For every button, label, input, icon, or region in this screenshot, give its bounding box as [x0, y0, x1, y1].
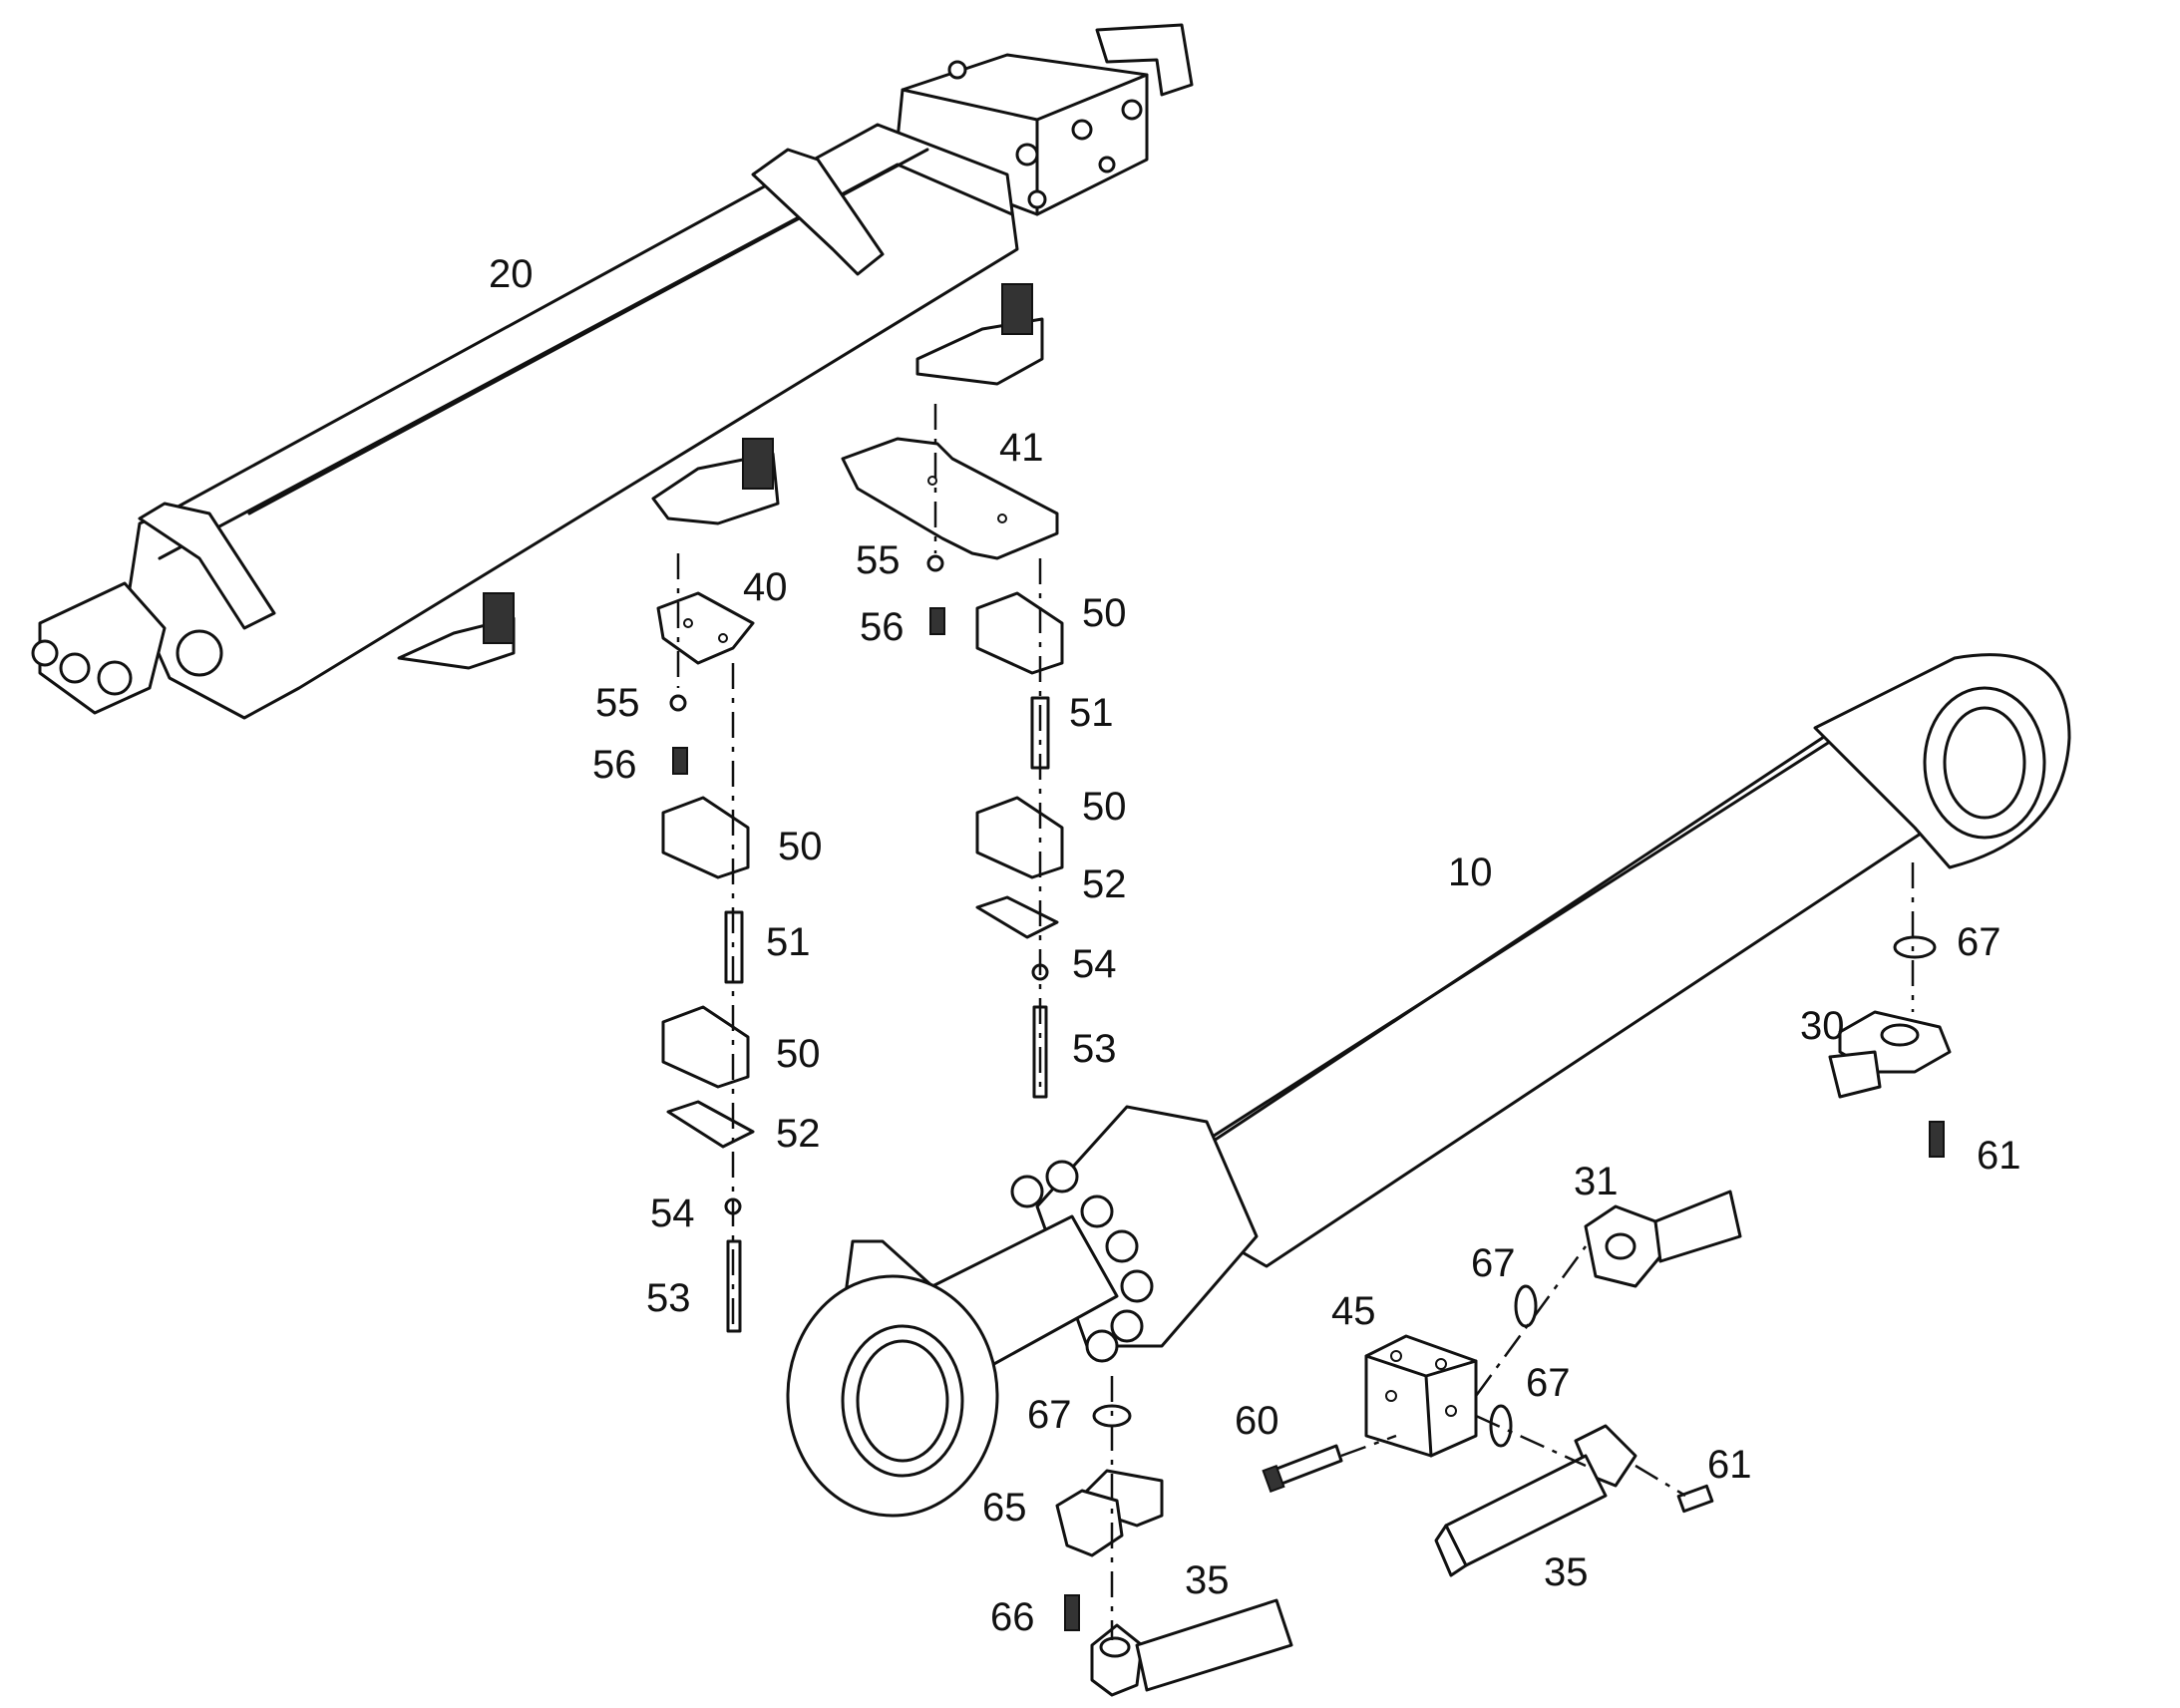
callout-51: 51: [766, 920, 811, 964]
right-clamp-stack: [926, 404, 1064, 1099]
callout-60: 60: [1235, 1399, 1279, 1443]
callout-labels: 20 41 40 55 56 55 56 50 50 50 50 51 51 5…: [489, 252, 2021, 1639]
callout-45: 45: [1331, 1289, 1376, 1333]
callout-35: 35: [1544, 1550, 1589, 1594]
port-fittings: [1055, 862, 1952, 1697]
callout-41: 41: [999, 426, 1044, 470]
callout-50: 50: [1082, 785, 1127, 829]
callout-54: 54: [1072, 942, 1117, 986]
callout-56: 56: [860, 605, 905, 649]
callout-10: 10: [1448, 851, 1493, 894]
callout-66: 66: [990, 1595, 1035, 1639]
callout-50: 50: [778, 825, 823, 868]
part-40-bracket: [656, 591, 755, 665]
callout-67: 67: [1027, 1393, 1072, 1437]
callout-55: 55: [856, 538, 901, 582]
callout-20: 20: [489, 252, 534, 296]
callout-67: 67: [1957, 920, 2001, 964]
callout-65: 65: [982, 1486, 1027, 1530]
part-20-cylinder: [31, 23, 1194, 720]
callout-53: 53: [1072, 1027, 1117, 1071]
callout-52: 52: [776, 1112, 821, 1156]
callout-52: 52: [1082, 862, 1127, 906]
callout-30: 30: [1800, 1004, 1845, 1048]
callout-50: 50: [776, 1032, 821, 1076]
part-41-plate: [841, 437, 1059, 560]
part-10-cylinder: [786, 653, 2071, 1518]
callout-35: 35: [1185, 1558, 1230, 1602]
callout-67: 67: [1526, 1361, 1571, 1405]
callout-50: 50: [1082, 591, 1127, 635]
callout-51: 51: [1069, 691, 1114, 735]
left-clamp-stack: [661, 553, 755, 1333]
callout-61: 61: [1977, 1134, 2021, 1178]
callout-56: 56: [592, 743, 637, 787]
callout-61: 61: [1707, 1443, 1752, 1487]
callout-55: 55: [595, 681, 640, 725]
callout-67: 67: [1471, 1241, 1516, 1285]
callout-54: 54: [650, 1192, 695, 1235]
callout-53: 53: [646, 1276, 691, 1320]
callout-31: 31: [1574, 1160, 1619, 1203]
callout-40: 40: [743, 565, 788, 609]
